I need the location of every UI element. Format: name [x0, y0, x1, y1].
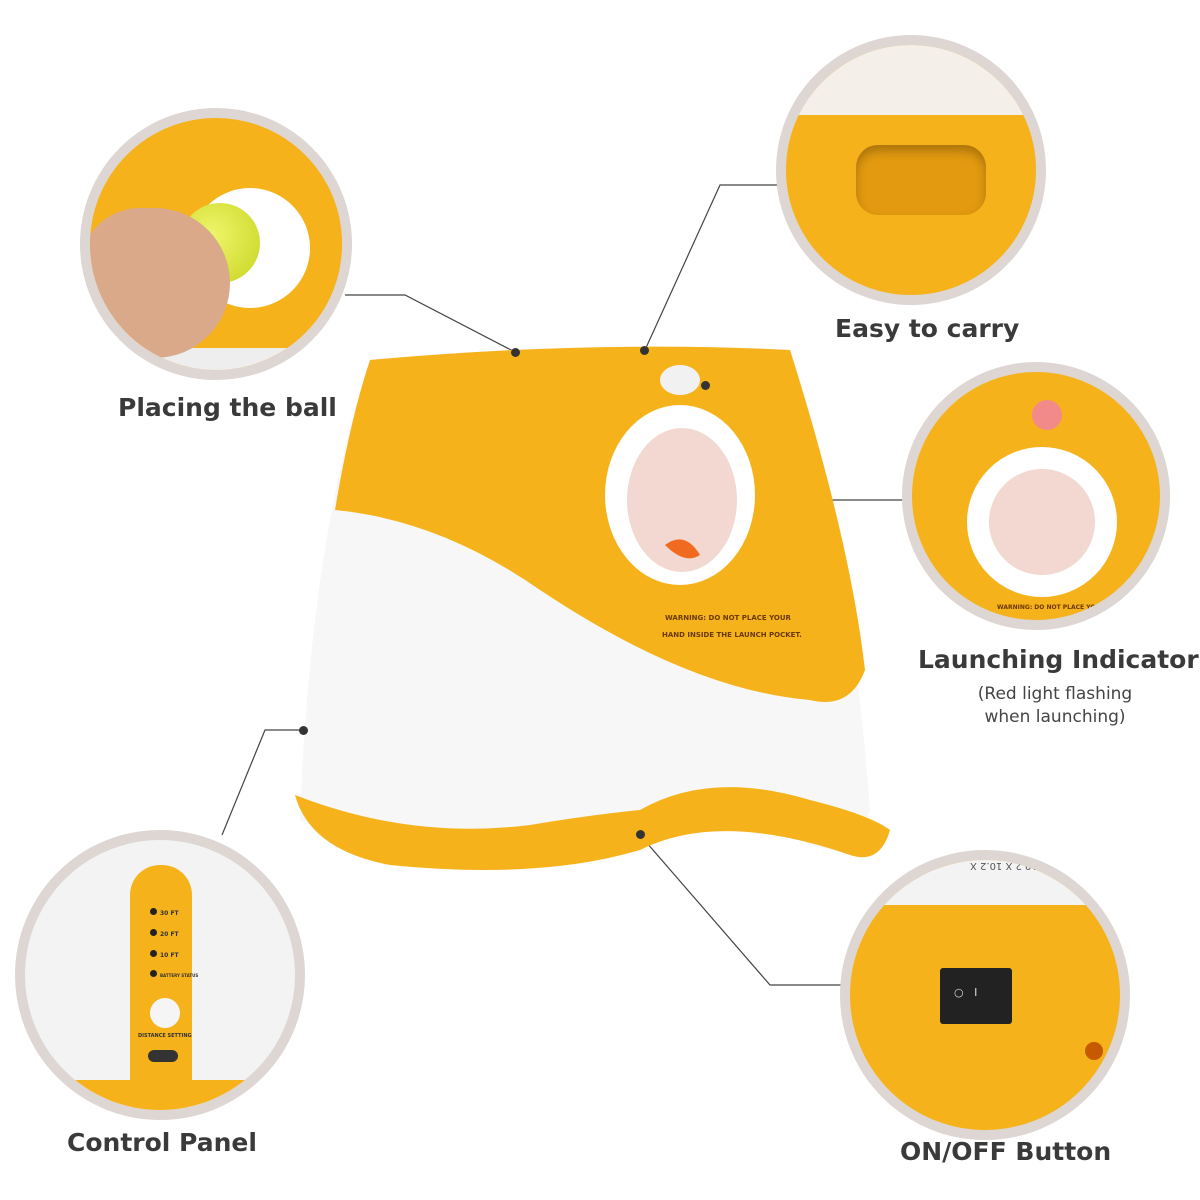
distance-setting-label: DISTANCE SETTING — [138, 1033, 192, 1039]
note-line-2: when launching) — [984, 707, 1126, 727]
placing-ball-label: Placing the ball — [118, 393, 337, 422]
led-20ft: 20 FT — [150, 929, 179, 938]
indicator-warning-text: WARNING: DO NOT PLACE YOUR — [997, 604, 1105, 611]
callout-dot — [511, 348, 520, 357]
on-off-detail: Product size: 10.2 X 10.2 X ○ I — [840, 850, 1130, 1140]
product-size-text: Product size: 10.2 X 10.2 X — [970, 860, 1105, 871]
easy-carry-detail — [776, 35, 1046, 305]
ball-launcher-device: WARNING: DO NOT PLACE YOUR HAND INSIDE T… — [290, 340, 900, 870]
led-30ft: 30 FT — [150, 908, 179, 917]
hand — [90, 208, 230, 358]
note-line-1: (Red light flashing — [977, 684, 1133, 704]
warning-text-line1: WARNING: DO NOT PLACE YOUR — [665, 614, 791, 622]
charging-port — [1085, 1042, 1103, 1060]
red-indicator-light — [1032, 400, 1062, 430]
launching-indicator-label: Launching Indicator — [918, 645, 1199, 674]
callout-dot — [701, 381, 710, 390]
control-panel-detail: 30 FT 20 FT 10 FT BATTERY STATUS DISTANC… — [15, 830, 305, 1120]
led-battery: BATTERY STATUS — [150, 970, 200, 978]
usb-port — [148, 1050, 178, 1062]
launching-indicator-detail: WARNING: DO NOT PLACE YOUR — [902, 362, 1170, 630]
carry-handle — [856, 145, 986, 215]
distance-setting-button[interactable] — [150, 998, 180, 1028]
led-10ft: 10 FT — [150, 950, 179, 959]
control-panel-label: Control Panel — [67, 1128, 257, 1157]
callout-dot — [299, 726, 308, 735]
callout-dot — [636, 830, 645, 839]
warning-text-line2: HAND INSIDE THE LAUNCH POCKET. — [662, 631, 802, 639]
power-switch[interactable]: ○ I — [940, 968, 1012, 1024]
callout-dot — [640, 346, 649, 355]
placing-ball-detail — [80, 108, 352, 380]
easy-carry-label: Easy to carry — [835, 314, 1020, 343]
launching-indicator-note: (Red light flashing when launching) — [960, 683, 1150, 729]
on-off-label: ON/OFF Button — [900, 1137, 1112, 1166]
